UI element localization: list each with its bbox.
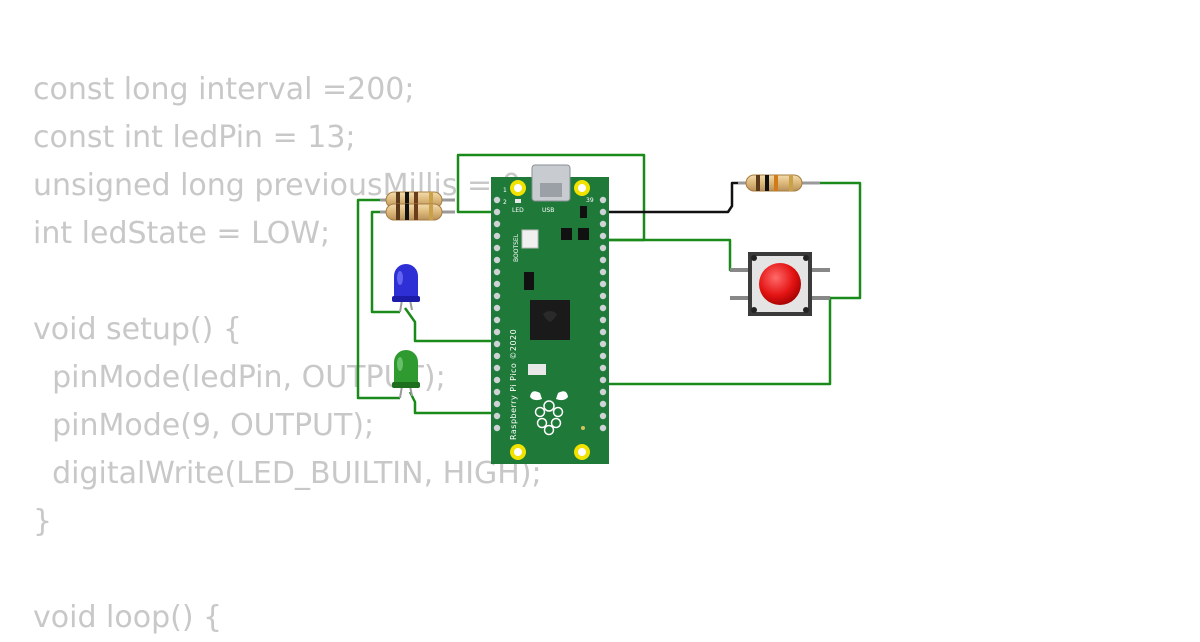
wire-black[interactable] bbox=[598, 181, 745, 214]
gpio-pin[interactable] bbox=[493, 244, 501, 252]
code-line: int ledState = LOW; bbox=[33, 216, 331, 251]
gpio-pin[interactable] bbox=[493, 196, 501, 204]
gpio-pin[interactable] bbox=[599, 412, 607, 420]
gpio-pin[interactable] bbox=[599, 340, 607, 348]
gpio-pin[interactable] bbox=[599, 424, 607, 432]
gpio-pin[interactable] bbox=[493, 412, 501, 420]
gpio-pin[interactable] bbox=[599, 292, 607, 300]
gpio-pin[interactable] bbox=[599, 400, 607, 408]
gpio-pin[interactable] bbox=[599, 256, 607, 264]
gpio-pin[interactable] bbox=[599, 280, 607, 288]
wire-green[interactable] bbox=[403, 307, 500, 343]
gpio-pin[interactable] bbox=[599, 232, 607, 240]
push-button[interactable] bbox=[730, 252, 830, 316]
code-line: void loop() { bbox=[33, 600, 223, 635]
gpio-pin[interactable] bbox=[493, 388, 501, 396]
wire-green[interactable] bbox=[598, 238, 748, 272]
gpio-pin[interactable] bbox=[599, 196, 607, 204]
gpio-pin[interactable] bbox=[599, 220, 607, 228]
gpio-pin[interactable] bbox=[599, 304, 607, 312]
led-blue[interactable] bbox=[392, 264, 420, 313]
wire-green[interactable] bbox=[356, 198, 400, 400]
gpio-pin[interactable] bbox=[599, 388, 607, 396]
gpio-pin[interactable] bbox=[599, 268, 607, 276]
bootsel-label: BOOTSEL bbox=[513, 233, 520, 262]
gpio-pin[interactable] bbox=[493, 292, 501, 300]
pin-2-label: 2 bbox=[503, 199, 507, 206]
gpio-pin[interactable] bbox=[599, 376, 607, 384]
push-button-cap[interactable] bbox=[759, 263, 801, 305]
pin-1-label: 1 bbox=[503, 187, 507, 194]
gpio-pin[interactable] bbox=[493, 400, 501, 408]
code-editor-text: const long interval =200; const int ledPi… bbox=[33, 66, 542, 642]
resistor-2[interactable] bbox=[380, 203, 455, 221]
gpio-pin[interactable] bbox=[599, 244, 607, 252]
gpio-pin[interactable] bbox=[599, 364, 607, 372]
resistor-3[interactable] bbox=[738, 174, 820, 192]
code-line: void setup() { bbox=[33, 312, 242, 347]
led-green[interactable] bbox=[392, 350, 420, 399]
gpio-pin[interactable] bbox=[493, 376, 501, 384]
wire-green[interactable] bbox=[812, 181, 862, 300]
gpio-pin[interactable] bbox=[599, 316, 607, 324]
gpio-pins[interactable] bbox=[493, 196, 607, 432]
raspberry-pi-logo-icon bbox=[530, 391, 568, 436]
code-line: } bbox=[33, 504, 53, 539]
gpio-pin[interactable] bbox=[493, 316, 501, 324]
onboard-led bbox=[515, 199, 521, 203]
gpio-pin[interactable] bbox=[493, 280, 501, 288]
gpio-pin[interactable] bbox=[599, 208, 607, 216]
gpio-pin[interactable] bbox=[493, 352, 501, 360]
gpio-pin[interactable] bbox=[493, 268, 501, 276]
gpio-pin[interactable] bbox=[493, 232, 501, 240]
board-model-label: Raspberry Pi Pico ©2020 bbox=[509, 329, 518, 440]
gpio-pin[interactable] bbox=[493, 304, 501, 312]
code-line: const int ledPin = 13; bbox=[33, 120, 356, 155]
gpio-pin[interactable] bbox=[599, 328, 607, 336]
gpio-pin[interactable] bbox=[493, 328, 501, 336]
gpio-pin[interactable] bbox=[493, 220, 501, 228]
gpio-pin[interactable] bbox=[493, 208, 501, 216]
gpio-pin[interactable] bbox=[599, 352, 607, 360]
code-line: pinMode(9, OUTPUT); bbox=[33, 408, 375, 443]
led-label: LED bbox=[512, 207, 524, 214]
code-line: const long interval =200; bbox=[33, 72, 415, 107]
pin-39-label: 39 bbox=[586, 197, 594, 204]
gpio-pin[interactable] bbox=[493, 340, 501, 348]
code-line: pinMode(ledPin, OUTPUT); bbox=[33, 360, 446, 395]
raspberry-pi-pico-board[interactable]: 1 2 39 LED USB BOOTSEL Raspberry Pi Pico… bbox=[491, 164, 609, 464]
gpio-pin[interactable] bbox=[493, 364, 501, 372]
usb-label: USB bbox=[542, 207, 554, 214]
gpio-pin[interactable] bbox=[493, 256, 501, 264]
bootsel-button[interactable] bbox=[521, 229, 539, 249]
gpio-pin[interactable] bbox=[493, 424, 501, 432]
wire-green[interactable] bbox=[408, 391, 500, 415]
